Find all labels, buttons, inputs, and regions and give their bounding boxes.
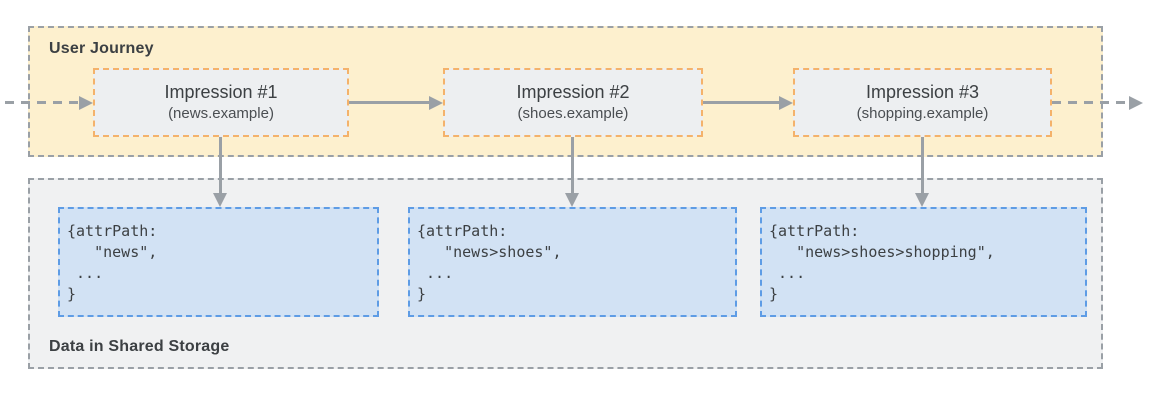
- solid-line: [921, 137, 924, 194]
- storage-entry-2-code: {attrPath: "news>shoes", ... }: [417, 222, 562, 303]
- impression-1-title: Impression #1: [164, 82, 278, 103]
- storage-entry-3-code: {attrPath: "news>shoes>shopping", ... }: [769, 222, 995, 303]
- shared-storage-label: Data in Shared Storage: [49, 338, 230, 355]
- arrowhead-right-icon: [79, 96, 93, 110]
- solid-line: [219, 137, 222, 194]
- arrowhead-right-icon: [429, 96, 443, 110]
- user-journey-label: User Journey: [49, 40, 154, 57]
- impression-3-title: Impression #3: [865, 82, 980, 103]
- impression-1-site: (news.example): [168, 104, 274, 122]
- impression-3-site: (shopping.example): [856, 104, 989, 122]
- storage-entry-1-code: {attrPath: "news", ... }: [67, 222, 158, 303]
- arrowhead-right-icon: [779, 96, 793, 110]
- solid-line: [703, 101, 779, 104]
- impression-1-node: Impression #1 (news.example): [93, 68, 349, 137]
- arrowhead-down-icon: [213, 193, 227, 207]
- arrowhead-right-icon: [1129, 96, 1143, 110]
- impression-2-title: Impression #2: [516, 82, 630, 103]
- dashed-line: [1052, 101, 1129, 104]
- storage-entry-3: {attrPath: "news>shoes>shopping", ... }: [760, 207, 1087, 317]
- storage-entry-2: {attrPath: "news>shoes", ... }: [408, 207, 737, 317]
- arrowhead-down-icon: [915, 193, 929, 207]
- impression-3-node: Impression #3 (shopping.example): [793, 68, 1052, 137]
- solid-line: [349, 101, 429, 104]
- impression-2-site: (shoes.example): [517, 104, 629, 122]
- impression-2-node: Impression #2 (shoes.example): [443, 68, 703, 137]
- arrowhead-down-icon: [565, 193, 579, 207]
- storage-entry-1: {attrPath: "news", ... }: [58, 207, 379, 317]
- dashed-line: [5, 101, 79, 104]
- solid-line: [571, 137, 574, 194]
